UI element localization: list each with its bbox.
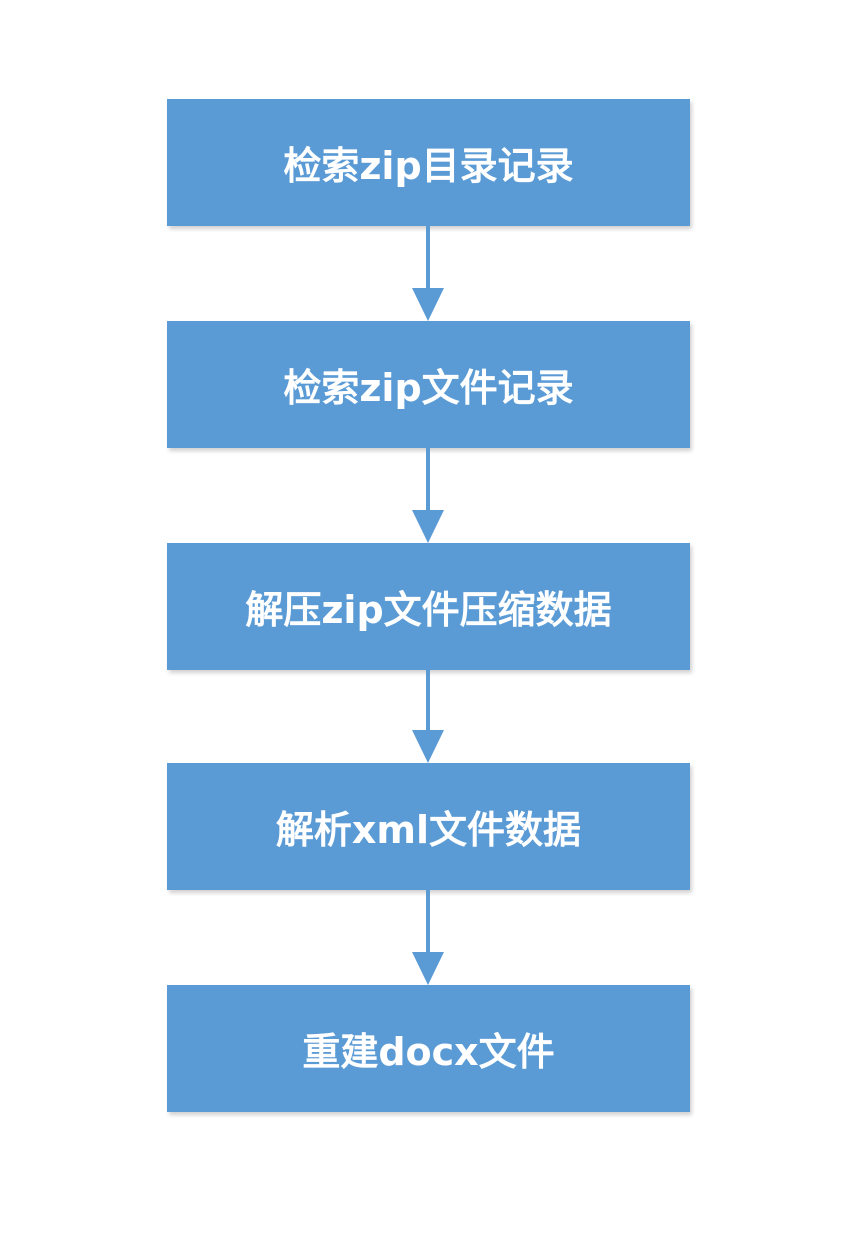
flow-arrow-down-icon: [398, 448, 458, 543]
step-label: 检索zip目录记录: [283, 144, 574, 188]
step-box-search-zip-directory-records: 检索zip目录记录: [167, 99, 690, 226]
flow-arrow-down-icon: [398, 890, 458, 985]
step-label: 解压zip文件压缩数据: [245, 588, 612, 632]
step-box-decompress-zip-data: 解压zip文件压缩数据: [167, 543, 690, 670]
step-box-rebuild-docx: 重建docx文件: [167, 985, 690, 1112]
step-box-search-zip-file-records: 检索zip文件记录: [167, 321, 690, 448]
flow-arrow-down-icon: [398, 226, 458, 321]
step-box-parse-xml-data: 解析xml文件数据: [167, 763, 690, 890]
step-label: 检索zip文件记录: [283, 366, 574, 410]
flow-arrow-down-icon: [398, 670, 458, 763]
step-label: 解析xml文件数据: [275, 808, 582, 852]
step-label: 重建docx文件: [302, 1030, 555, 1074]
